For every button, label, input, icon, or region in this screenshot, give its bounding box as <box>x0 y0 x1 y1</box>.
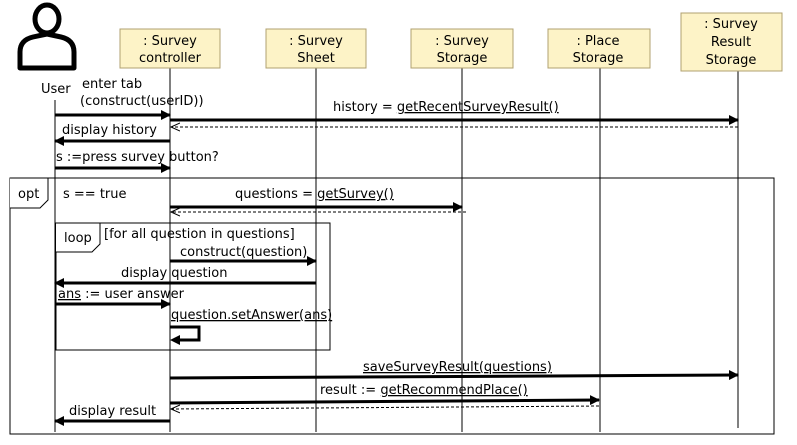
lifeline-sheet: : Survey Sheet <box>265 28 367 432</box>
lifeline-result: : Survey Result Storage <box>680 12 783 428</box>
message-save-result-label: saveSurveyResult(questions) <box>363 360 552 375</box>
opt-guard: s == true <box>63 187 127 202</box>
return-result <box>171 406 600 409</box>
lifeline-result-box <box>680 12 783 72</box>
result-call: getRecommendPlace() <box>380 383 527 398</box>
message-set-answer: question.setAnswer(ans) <box>170 308 332 345</box>
message-enter-tab-label-1: enter tab <box>82 77 142 92</box>
message-press-survey-label: s :=press survey button? <box>56 150 219 165</box>
lifeline-result-title-2: Result <box>711 35 751 50</box>
message-get-recent-result-label: history = getRecentSurveyResult() <box>333 100 559 115</box>
ans-rest: := user answer <box>81 287 185 302</box>
message-user-answer-label: ans := user answer <box>58 287 185 302</box>
message-get-recommend-place: result := getRecommendPlace() <box>170 383 600 409</box>
lifeline-sheet-title-1: : Survey <box>289 34 343 49</box>
message-press-survey: s :=press survey button? <box>55 150 219 173</box>
lifeline-place-title-2: Storage <box>573 51 624 66</box>
lifeline-controller-title-2: controller <box>139 51 202 66</box>
message-construct-question: construct(question) <box>170 245 317 266</box>
message-save-result: saveSurveyResult(questions) <box>169 360 739 381</box>
message-display-question: display question <box>54 266 316 288</box>
history-call: getRecentSurveyResult() <box>397 100 559 115</box>
lifeline-sheet-box <box>265 28 367 69</box>
user-label: User <box>41 82 71 97</box>
message-construct-question-label: construct(question) <box>180 245 307 260</box>
lifeline-storage-title-1: : Survey <box>435 34 489 49</box>
lifeline-result-title-3: Storage <box>706 53 757 68</box>
lifeline-place-title-1: : Place <box>576 34 619 49</box>
message-get-recent-result: history = getRecentSurveyResult() <box>170 100 739 127</box>
message-enter-tab-label-2: (construct(userID)) <box>80 94 204 109</box>
questions-call: getSurvey() <box>317 187 394 202</box>
message-display-result: display result <box>54 404 170 426</box>
opt-fragment: opt s == true <box>9 177 775 435</box>
lifeline-controller-box <box>119 28 221 69</box>
loop-guard: [for all question in questions] <box>104 227 295 242</box>
lifeline-place-box <box>547 28 651 69</box>
lifeline-result-title-1: : Survey <box>704 17 758 32</box>
lifeline-controller-title-1: : Survey <box>143 34 197 49</box>
ans-var: ans <box>58 287 81 302</box>
lifeline-storage-title-2: Storage <box>437 51 488 66</box>
message-enter-tab: enter tab (construct(userID)) <box>55 77 204 120</box>
result-prefix: result := <box>320 383 380 398</box>
message-display-result-label: display result <box>69 404 156 419</box>
lifeline-storage-box <box>410 28 514 69</box>
lifeline-place: : Place Storage <box>547 28 651 432</box>
user-icon <box>17 2 77 71</box>
lifeline-controller: : Survey controller <box>119 28 221 432</box>
lifeline-sheet-title-2: Sheet <box>297 51 335 66</box>
loop-fragment: loop [for all question in questions] <box>55 222 331 351</box>
history-prefix: history = <box>333 100 397 115</box>
lifeline-storage: : Survey Storage <box>410 28 514 432</box>
message-display-question-label: display question <box>121 266 227 281</box>
message-get-recommend-place-label: result := getRecommendPlace() <box>320 383 528 398</box>
message-display-history: display history <box>54 123 170 146</box>
message-get-survey-label: questions = getSurvey() <box>235 187 394 202</box>
opt-label: opt <box>18 187 39 202</box>
loop-label: loop <box>64 231 92 246</box>
message-display-history-label: display history <box>62 123 157 138</box>
message-user-answer: ans := user answer <box>55 287 185 309</box>
message-get-survey: questions = getSurvey() <box>170 187 466 212</box>
questions-prefix: questions = <box>235 187 317 202</box>
user-actor: User <box>17 2 77 432</box>
message-set-answer-label: question.setAnswer(ans) <box>171 308 332 323</box>
